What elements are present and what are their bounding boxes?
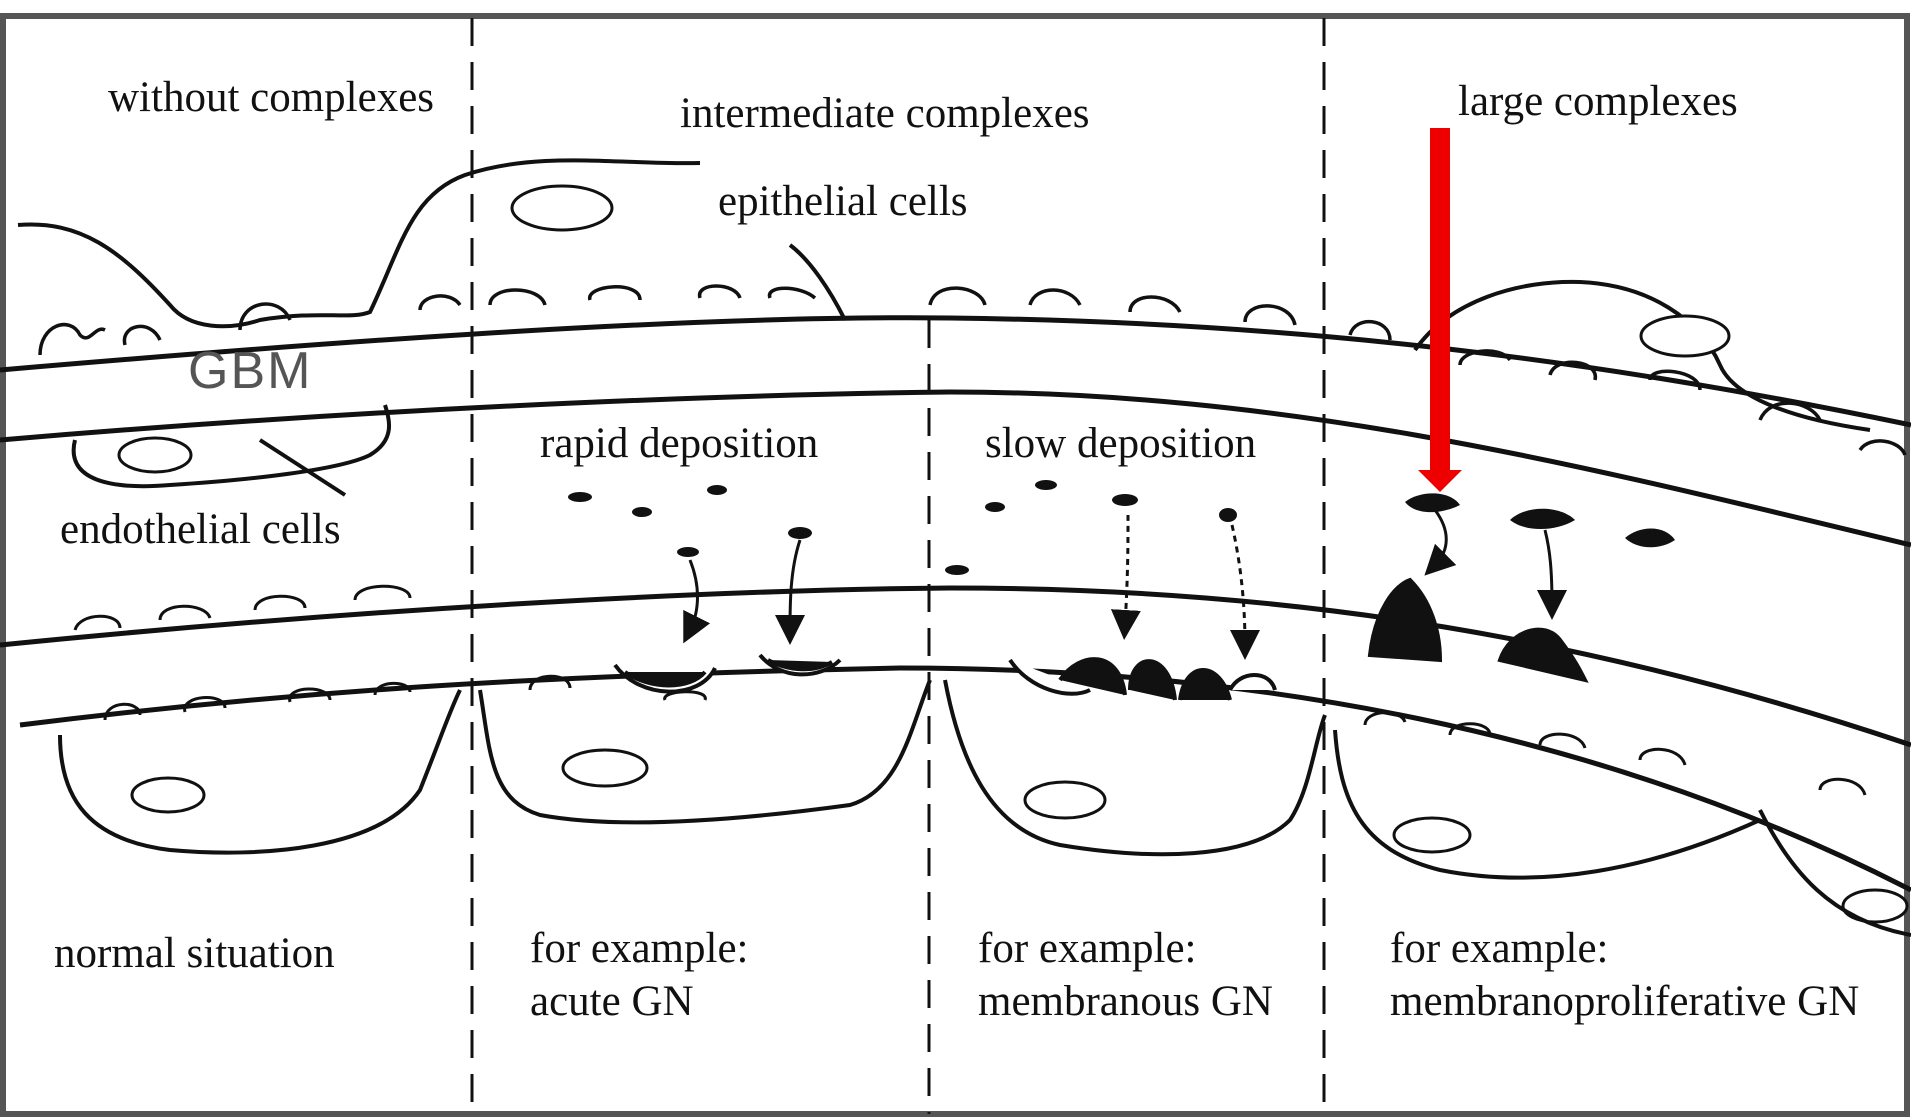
complex-particles xyxy=(568,480,1237,575)
label-acute-line2: acute GN xyxy=(530,975,749,1028)
label-acute-line1: for example: xyxy=(530,922,749,975)
capillary-lines xyxy=(0,588,1911,890)
label-normal-situation: normal situation xyxy=(54,928,335,980)
label-membranous-line1: for example: xyxy=(978,922,1273,975)
header-large-complexes: large complexes xyxy=(1458,76,1738,128)
label-membranous-line2: membranous GN xyxy=(978,975,1273,1028)
label-rapid-deposition: rapid deposition xyxy=(540,418,818,470)
header-intermediate-complexes: intermediate complexes xyxy=(680,88,1090,140)
deposits xyxy=(615,580,1585,700)
lower-cells xyxy=(60,680,1911,935)
label-mpgn: for example: membranoproliferative GN xyxy=(1390,922,1859,1028)
label-mpgn-line2: membranoproliferative GN xyxy=(1390,975,1859,1028)
label-mpgn-line1: for example: xyxy=(1390,922,1859,975)
label-epithelial-cells: epithelial cells xyxy=(718,176,968,228)
label-gbm: GBM xyxy=(188,340,312,402)
header-without-complexes: without complexes xyxy=(108,72,434,124)
label-acute-gn: for example: acute GN xyxy=(530,922,749,1028)
label-endothelial-cells: endothelial cells xyxy=(60,504,341,556)
nuclei xyxy=(119,186,1907,922)
label-slow-deposition: slow deposition xyxy=(985,418,1256,470)
label-membranous-gn: for example: membranous GN xyxy=(978,922,1273,1028)
